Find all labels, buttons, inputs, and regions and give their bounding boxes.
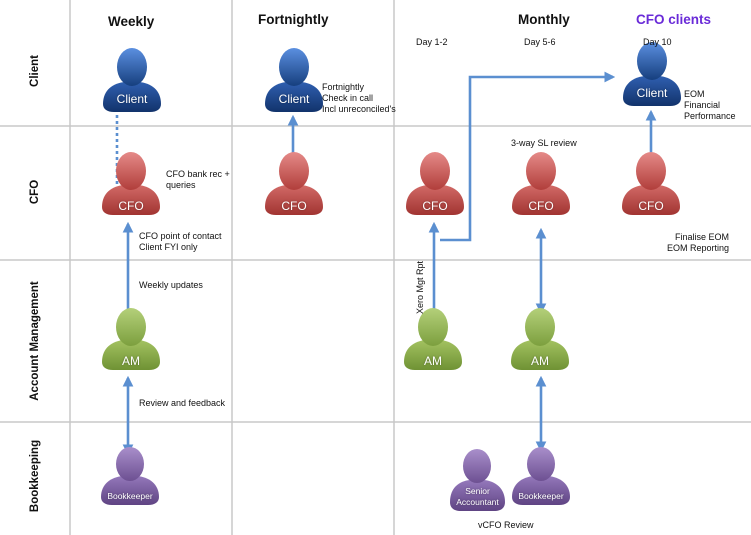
day-label: Day 1-2 xyxy=(416,37,448,47)
role-label: CFO xyxy=(422,199,448,213)
column-header-cfo-clients: CFO clients xyxy=(636,12,712,27)
am-person-icon xyxy=(404,308,462,370)
row-label-cfo: CFO xyxy=(29,179,41,205)
note-line: CFO point of contact xyxy=(139,231,222,241)
cfo-role: CFO xyxy=(512,199,570,215)
bookkeeper-person-icon xyxy=(512,447,570,505)
column-header-monthly: Monthly xyxy=(518,12,570,27)
cfo-person-icon xyxy=(512,152,570,215)
day-label: Day 5-6 xyxy=(524,37,556,47)
role-label-line1: Senior xyxy=(465,486,490,496)
note-line: Client FYI only xyxy=(139,242,198,252)
sl-review-note: 3-way SL review xyxy=(511,138,577,148)
cfo-person-icon xyxy=(622,152,680,215)
arrow-cfo-to-client-eom xyxy=(440,71,616,242)
note-line: queries xyxy=(166,180,196,190)
cfo-person-icon xyxy=(102,152,160,215)
client-person-icon xyxy=(103,48,161,112)
note-line: Performance xyxy=(684,111,736,121)
client-role: Client xyxy=(103,92,161,108)
am-role: AM xyxy=(404,354,462,370)
cfo-person-icon xyxy=(406,152,464,215)
role-label: Client xyxy=(278,92,310,106)
note-line: CFO bank rec + xyxy=(166,169,230,179)
client-person-icon xyxy=(265,48,323,112)
note-line: EOM xyxy=(684,89,705,99)
am-person-icon xyxy=(511,308,569,370)
role-label: CFO xyxy=(118,199,144,213)
role-label: Client xyxy=(636,86,668,100)
point-of-contact-note: CFO point of contact Client FYI only xyxy=(139,231,222,253)
senior-accountant-role: Senior Accountant xyxy=(450,486,505,508)
client-person-icon xyxy=(623,42,681,106)
role-label: CFO xyxy=(638,199,664,213)
flow-arrows xyxy=(111,71,657,456)
role-label: CFO xyxy=(528,199,554,213)
row-label-bookkeeping: Bookkeeping xyxy=(29,439,41,513)
row-label-client: Client xyxy=(29,55,41,87)
role-label: AM xyxy=(122,354,140,368)
senior-accountant-person-icon xyxy=(450,449,505,511)
finalise-eom-note: Finalise EOM EOM Reporting xyxy=(667,232,729,254)
client-role: Client xyxy=(265,92,323,108)
note-line: Financial xyxy=(684,100,721,110)
day-label: Day 10 xyxy=(643,37,672,47)
bank-rec-note: CFO bank rec + queries xyxy=(166,169,230,191)
role-label-line2: Accountant xyxy=(456,497,499,507)
xero-mgt-rpt-note: Xero Mgt Rpt xyxy=(415,260,426,315)
weekly-updates-note: Weekly updates xyxy=(139,280,203,290)
role-label: AM xyxy=(531,354,549,368)
note-line: Fortnightly xyxy=(322,82,365,92)
role-label: Client xyxy=(116,92,148,106)
bookkeeper-role: Bookkeeper xyxy=(101,491,159,503)
note-line: EOM Reporting xyxy=(667,243,730,253)
column-header-weekly: Weekly xyxy=(108,14,155,29)
cfo-person-icon xyxy=(265,152,323,215)
people xyxy=(101,42,681,511)
client-role: Client xyxy=(623,86,681,102)
role-label: CFO xyxy=(281,199,307,213)
fortnightly-note: Fortnightly Check in call Incl unreconci… xyxy=(322,82,396,115)
row-label-account-management: Account Management xyxy=(29,281,41,401)
role-label: Bookkeeper xyxy=(107,491,153,501)
note-line: Finalise EOM xyxy=(675,232,730,242)
bookkeeper-person-icon xyxy=(101,447,159,505)
am-person-icon xyxy=(102,308,160,370)
column-header-fortnightly: Fortnightly xyxy=(258,12,329,27)
vcfo-review-note: vCFO Review xyxy=(478,520,534,530)
role-label: AM xyxy=(424,354,442,368)
bookkeeper-role: Bookkeeper xyxy=(512,491,570,503)
am-role: AM xyxy=(511,354,569,370)
cfo-role: CFO xyxy=(265,199,323,215)
cfo-role: CFO xyxy=(406,199,464,215)
am-role: AM xyxy=(102,354,160,370)
cfo-role: CFO xyxy=(102,199,160,215)
note-line: Check in call xyxy=(322,93,374,103)
role-label: Bookkeeper xyxy=(518,491,564,501)
note-line: Incl unreconciled's xyxy=(322,104,396,114)
cfo-role: CFO xyxy=(622,199,680,215)
eom-note: EOM Financial Performance xyxy=(684,89,736,122)
review-feedback-note: Review and feedback xyxy=(139,398,226,408)
